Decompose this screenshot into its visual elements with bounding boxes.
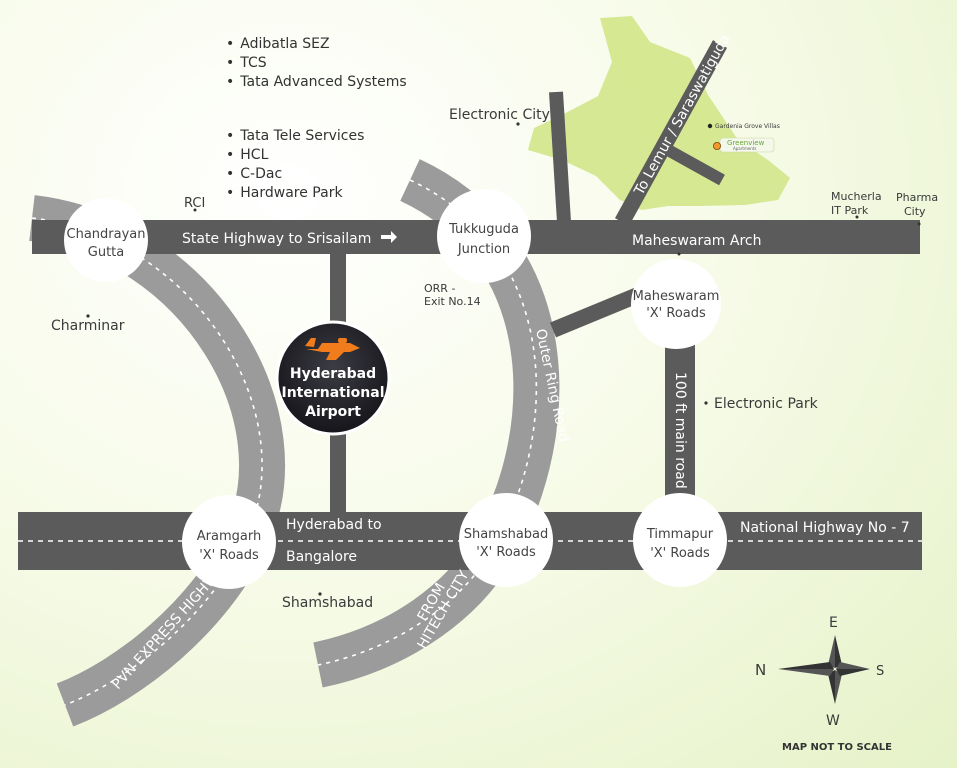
- villa-link-road: [665, 144, 725, 186]
- electronic-city-label: Electronic City: [449, 107, 550, 123]
- arrow-right-icon: [381, 231, 397, 243]
- airport-line-2: International: [281, 385, 384, 401]
- lemur-road: [614, 40, 728, 226]
- maheswaram-arch-label: Maheswaram Arch: [632, 233, 762, 249]
- company-item: Tata Tele Services: [226, 127, 364, 146]
- mucherla-label-1: Mucherla: [831, 190, 882, 203]
- svg-text:Maheswaram: Maheswaram: [633, 289, 720, 304]
- svg-text:'X' Roads: 'X' Roads: [199, 548, 259, 563]
- national-highway-label: National Highway No - 7: [740, 520, 910, 536]
- electronic-city-road: [549, 91, 571, 223]
- shamshabad-x-roads-node: Shamshabad 'X' Roads: [459, 493, 553, 587]
- electronic-park-label: Electronic Park: [714, 396, 819, 412]
- companies-list-2: Tata Tele Services HCL C-Dac Hardware Pa…: [226, 127, 364, 203]
- company-item: C-Dac: [226, 165, 364, 184]
- svg-text:Gutta: Gutta: [88, 245, 124, 260]
- rci-dot: [193, 208, 197, 212]
- svg-text:'X' Roads: 'X' Roads: [646, 306, 706, 321]
- orr-center-line: [317, 179, 538, 666]
- svg-text:'X' Roads: 'X' Roads: [476, 545, 536, 560]
- airport-link-road-south: [330, 418, 346, 516]
- pharma-label-1: Pharma: [896, 191, 938, 204]
- electronic-park-dot: [704, 401, 708, 405]
- svg-text:Tukkuguda: Tukkuguda: [448, 222, 519, 237]
- company-item: Hardware Park: [226, 184, 364, 203]
- greenview-marker-icon: [713, 141, 722, 150]
- state-highway-label: State Highway to Srisailam: [182, 231, 371, 247]
- map-not-to-scale-note: MAP NOT TO SCALE: [782, 742, 892, 753]
- gardenia-marker-icon: [707, 123, 713, 129]
- land-parcel: [528, 16, 790, 210]
- compass-north-label: N: [755, 661, 766, 679]
- company-item: HCL: [226, 146, 364, 165]
- aramgarh-x-roads-node: Aramgarh 'X' Roads: [182, 495, 276, 589]
- pvn-center-line: [31, 217, 263, 706]
- company-item: Tata Advanced Systems: [226, 73, 406, 92]
- hundred-ft-road-label: 100 ft main road: [672, 372, 688, 489]
- orr-exit-label-2: Exit No.14: [424, 295, 481, 308]
- tukkuguda-junction-node: Tukkuguda Junction: [437, 189, 531, 283]
- hyderabad-international-airport: Hyderabad International Airport: [275, 320, 391, 436]
- companies-list-1: Adibatla SEZ TCS Tata Advanced Systems: [226, 35, 407, 92]
- maheswaram-arch-dot: [677, 252, 681, 256]
- greenview-label-2: Apartments: [733, 146, 756, 151]
- timmapur-x-roads-node: Timmapur 'X' Roads: [633, 493, 727, 587]
- company-item: Adibatla SEZ: [226, 35, 407, 54]
- charminar-label: Charminar: [51, 318, 125, 334]
- orr-exit-label-1: ORR -: [424, 282, 455, 295]
- rci-label: RCI: [184, 196, 205, 211]
- airport-line-3: Airport: [305, 404, 361, 420]
- mucherla-dot: [855, 215, 859, 219]
- compass-rose-icon: [778, 635, 870, 704]
- airplane-icon: [305, 338, 360, 360]
- svg-text:Timmapur: Timmapur: [646, 527, 714, 542]
- compass-east-label: E: [829, 615, 838, 631]
- compass-west-label: W: [826, 713, 840, 729]
- company-item: TCS: [226, 54, 407, 73]
- svg-text:Chandrayan: Chandrayan: [67, 227, 146, 242]
- svg-text:'X' Roads: 'X' Roads: [650, 546, 710, 561]
- pvn-express-highway: [28, 195, 285, 727]
- shamshabad-place-label: Shamshabad: [282, 595, 373, 611]
- charminar-dot: [86, 314, 90, 318]
- compass-south-label: S: [876, 664, 884, 679]
- gardenia-label: Gardenia Grove Villas: [715, 123, 780, 130]
- shamshabad-dot: [318, 592, 322, 596]
- pharma-label-2: City: [904, 205, 926, 218]
- electronic-city-dot: [516, 122, 520, 126]
- mucherla-label-2: IT Park: [831, 204, 869, 217]
- pharma-dot: [917, 222, 921, 226]
- greenview-label-1: Greenview: [727, 139, 765, 147]
- hyd-bangalore-label-2: Bangalore: [286, 549, 357, 565]
- svg-text:Aramgarh: Aramgarh: [197, 529, 261, 544]
- hyd-bangalore-label-1: Hyderabad to: [286, 517, 382, 533]
- maheswaram-x-roads-node: Maheswaram 'X' Roads: [631, 259, 721, 349]
- airport-line-1: Hyderabad: [290, 366, 376, 382]
- chandrayan-gutta-node: Chandrayan Gutta: [64, 198, 148, 282]
- svg-text:Shamshabad: Shamshabad: [464, 527, 549, 542]
- svg-text:Junction: Junction: [457, 242, 510, 257]
